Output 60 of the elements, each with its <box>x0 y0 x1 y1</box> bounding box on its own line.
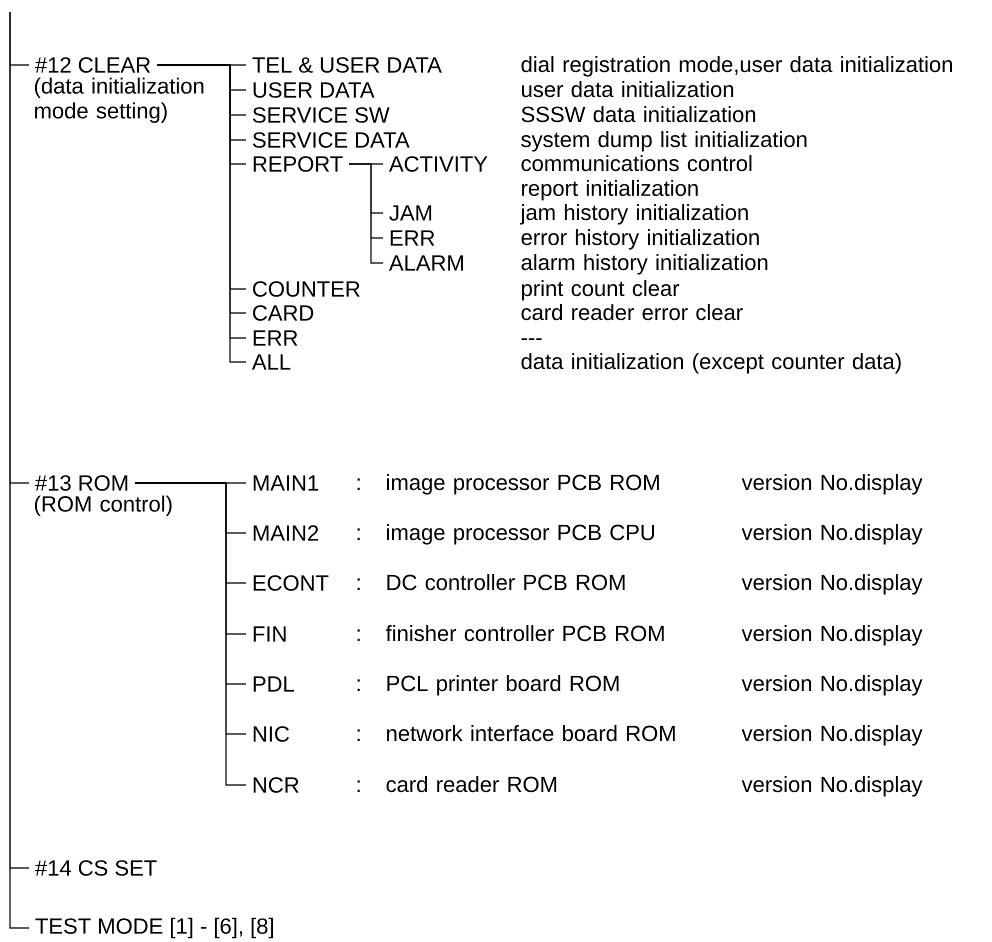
menu-label: ACTIVITY <box>388 156 488 172</box>
description-text: user data initialization <box>522 81 734 98</box>
description-text: --- <box>522 338 542 340</box>
description-text: version No.display <box>742 675 922 696</box>
separator-colon: : <box>358 780 360 792</box>
description-text: data initialization (except counter data) <box>522 353 901 374</box>
description-text: version No.display <box>742 474 922 495</box>
menu-label: TEL & USER DATA <box>252 57 442 73</box>
mode-description: (ROM control) <box>34 496 172 516</box>
menu-label: NIC <box>254 726 289 742</box>
menu-label: SERVICE SW <box>252 107 390 123</box>
separator-colon: : <box>358 729 360 741</box>
description-text: SSSW data initialization <box>522 106 756 122</box>
menu-label: USER DATA <box>254 82 375 98</box>
menu-label: SERVICE DATA <box>252 132 410 148</box>
separator-colon: : <box>358 629 360 641</box>
description-text: network interface board ROM <box>387 725 675 742</box>
menu-label: #14 CS SET <box>35 860 157 876</box>
menu-label: PDL <box>254 676 294 692</box>
menu-label: ERR <box>390 230 434 246</box>
description-text: version No.display <box>742 524 922 545</box>
description-text: image processor PCB CPU <box>387 524 654 545</box>
description-text: version No.display <box>742 776 922 797</box>
menu-label: ERR <box>254 330 298 346</box>
description-text: version No.display <box>742 625 922 646</box>
description-text: dial registration mode,user data initialization <box>522 56 952 77</box>
separator-colon: : <box>358 528 360 540</box>
description-text: image processor PCB ROM <box>387 474 659 495</box>
menu-label: TEST MODE [1] - [6], [8] <box>35 918 273 938</box>
branch-line <box>135 482 246 786</box>
description-text: version No.display <box>742 574 922 595</box>
menu-label: FIN <box>254 626 286 642</box>
separator-colon: : <box>358 679 360 691</box>
description-text: system dump list initialization <box>521 131 806 152</box>
menu-label: CARD <box>253 305 314 321</box>
description-text: card reader ROM <box>386 776 556 792</box>
branch-line <box>349 163 383 264</box>
description-text: finisher controller PCB ROM <box>386 625 664 642</box>
menu-label: ALL <box>252 354 290 370</box>
mode-description: (data initialization mode setting) <box>34 78 204 123</box>
description-text: alarm history initialization <box>522 254 768 275</box>
menu-label: #13 ROM <box>35 475 128 491</box>
description-text: error history initialization <box>522 229 759 250</box>
menu-label: ALARM <box>388 255 463 271</box>
separator-colon: : <box>358 578 360 590</box>
description-text: DC controller PCB ROM <box>387 574 625 590</box>
description-text: PCL printer board ROM <box>387 675 618 696</box>
description-text: card reader error clear <box>522 304 743 320</box>
separator-colon: : <box>358 478 360 490</box>
description-text: print count clear <box>522 280 680 301</box>
description-text: version No.display <box>742 725 922 746</box>
menu-label: #12 CLEAR <box>35 57 150 73</box>
menu-label: JAM <box>389 205 432 221</box>
menu-label: MAIN1 <box>254 475 318 491</box>
menu-label: NCR <box>254 777 299 793</box>
menu-label: REPORT <box>254 156 343 172</box>
menu-label: COUNTER <box>253 281 360 297</box>
description-text: jam history initialization <box>520 204 748 225</box>
menu-label: ECONT <box>254 575 328 591</box>
menu-label: MAIN2 <box>254 525 318 541</box>
